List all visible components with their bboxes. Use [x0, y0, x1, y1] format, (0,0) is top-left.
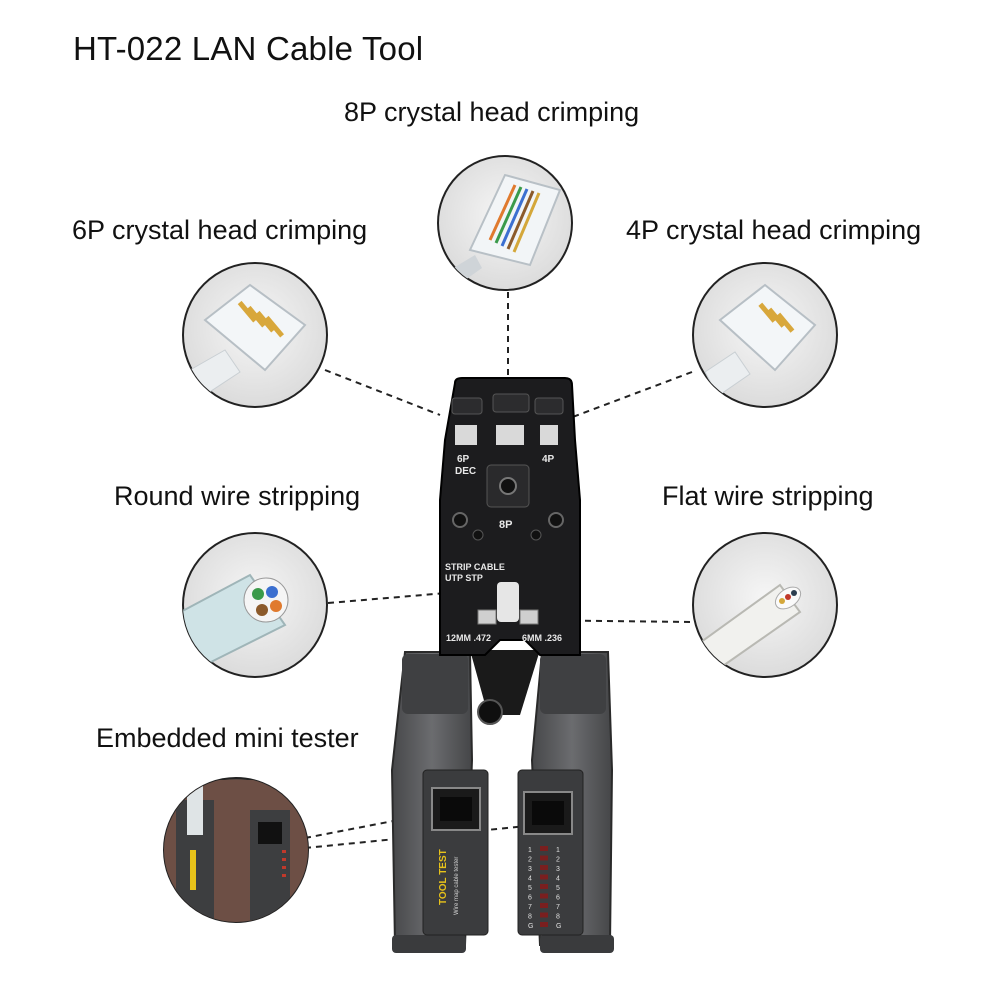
led-indicator: [540, 846, 548, 851]
strip-slot: [497, 582, 519, 622]
label-4p-crimping: 4P crystal head crimping: [626, 215, 922, 245]
led-label: 4: [556, 876, 560, 883]
led-indicator: [540, 855, 548, 861]
led-label: 5: [528, 885, 532, 892]
crimp-head: [439, 377, 581, 656]
leader-round: [327, 589, 483, 604]
led-label: 1: [528, 847, 532, 854]
tester-left-panel: TOOL TEST Wire map cable tester: [422, 769, 489, 936]
callout-mini-tester: [163, 777, 309, 923]
led-indicator: [540, 893, 548, 899]
led-label: G: [528, 923, 533, 930]
led-label: 4: [528, 876, 532, 883]
tester-right-panel: 1 1 2 2 3 3 4 4 5 5 6 6 7 7 8 8G G: [517, 769, 584, 936]
led-indicator: [540, 884, 548, 889]
die-slot-6p: [455, 425, 477, 445]
led-indicator: [540, 912, 548, 918]
led-label: G: [556, 923, 561, 930]
leader-4p: [569, 371, 693, 419]
led-indicator: [540, 922, 548, 927]
marking-4p: 4P: [542, 454, 555, 465]
led-label: 3: [556, 866, 560, 873]
callout-flat-wire: [692, 532, 838, 678]
led-label: 5: [556, 885, 560, 892]
label-flat-wire-stripping: Flat wire stripping: [662, 481, 874, 511]
marking-6mm: 6MM .236: [522, 633, 562, 643]
die-slot-8p: [496, 425, 524, 445]
led-label: 2: [528, 857, 532, 864]
page-title: HT-022 LAN Cable Tool: [73, 30, 424, 67]
tester-brand: TOOL TEST: [438, 849, 449, 905]
led-label: 6: [528, 895, 532, 902]
label-embedded-mini-tester: Embedded mini tester: [96, 723, 359, 753]
tester-subtitle: Wire map cable tester: [454, 857, 460, 915]
led-indicator: [540, 903, 548, 908]
led-indicator-column: 1 1 2 2 3 3 4 4 5 5 6 6 7 7 8 8G G: [528, 846, 561, 930]
leader-6p: [324, 369, 441, 416]
led-label: 8: [556, 914, 560, 921]
marking-utp-stp: UTP STP: [445, 573, 483, 583]
marking-dec: DEC: [455, 466, 476, 477]
marking-6p: 6P: [457, 454, 470, 465]
label-8p-crimping: 8P crystal head crimping: [344, 97, 640, 127]
led-label: 7: [556, 904, 560, 911]
callout-8p-connector: [437, 155, 573, 291]
label-round-wire-stripping: Round wire stripping: [114, 481, 361, 511]
die-slot-4p: [540, 425, 558, 445]
marking-strip-cable: STRIP CABLE: [445, 562, 505, 572]
callout-round-wire: [182, 532, 328, 678]
led-indicator: [540, 865, 548, 870]
led-label: 2: [556, 857, 560, 864]
callout-6p-connector: [182, 262, 328, 408]
marking-12mm: 12MM .472: [446, 633, 491, 643]
pivot-screw: [477, 699, 503, 725]
led-label: 6: [556, 895, 560, 902]
led-indicator: [540, 874, 548, 880]
led-label: 8: [528, 914, 532, 921]
led-label: 1: [556, 847, 560, 854]
marking-8p: 8P: [499, 519, 512, 531]
led-label: 7: [528, 904, 532, 911]
callout-4p-connector: [692, 262, 838, 408]
crimper-tool: 6P DEC 4P 8P STRIP CABLE UTP STP 12MM .4…: [390, 377, 614, 953]
led-label: 3: [528, 866, 532, 873]
label-6p-crimping: 6P crystal head crimping: [72, 215, 368, 245]
